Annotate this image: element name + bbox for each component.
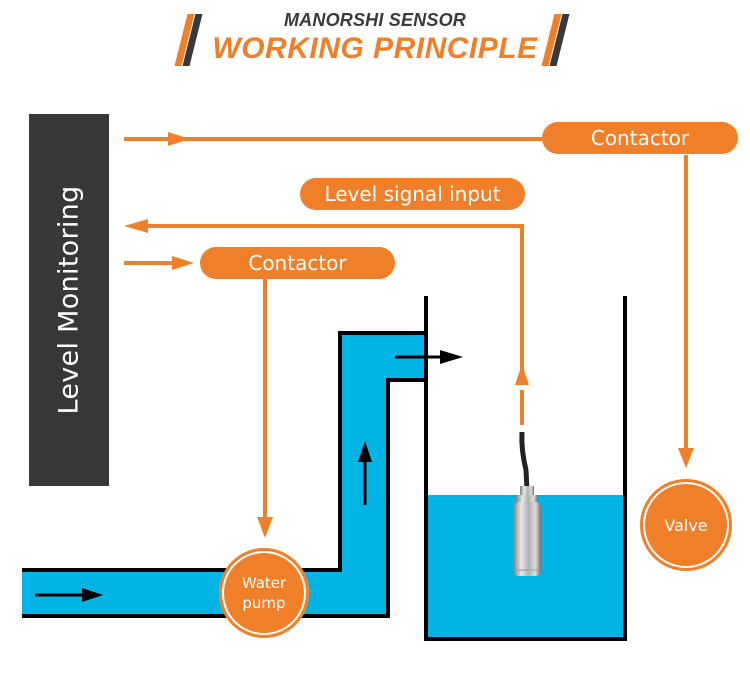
flow-arrow-riser [358, 441, 372, 505]
pipe-outline-bottom [22, 378, 426, 618]
water-pump-label-line2: pump [242, 594, 286, 612]
water-pump-label-line1: Water [241, 574, 287, 592]
arrow-head-valve-down [678, 448, 694, 468]
arrow-head-level-left [124, 219, 148, 233]
level-sensor-probe [513, 486, 541, 576]
water-pump: Water pump [219, 548, 309, 638]
signal-line-top [124, 137, 688, 450]
arrow-head-sensor-up [515, 364, 529, 385]
level-monitoring-box [29, 114, 109, 486]
contactor-mid-label: Contactor [200, 247, 395, 279]
tank-outline [424, 296, 627, 641]
contactor-top-label: Contactor [542, 122, 738, 154]
signal-line-level-input [145, 224, 524, 425]
valve: Valve [640, 479, 732, 571]
sensor-cable [519, 431, 530, 491]
arrow-head-pump-down [257, 517, 273, 538]
valve-label: Valve [664, 515, 708, 535]
signal-line-contactor-mid [124, 261, 267, 520]
arrow-head-contactor-mid [172, 256, 194, 270]
header: MANORSHI SENSOR WORKING PRINCIPLE [0, 0, 750, 80]
subtitle: MANORSHI SENSOR [283, 10, 466, 30]
arrow-head-top-right [168, 132, 190, 146]
page-title: WORKING PRINCIPLE [212, 32, 538, 65]
level-signal-input-label: Level signal input [300, 178, 525, 210]
pipe-outline-top [22, 331, 426, 572]
flow-arrow-outlet [395, 350, 463, 364]
flow-arrow-inlet [35, 588, 103, 602]
